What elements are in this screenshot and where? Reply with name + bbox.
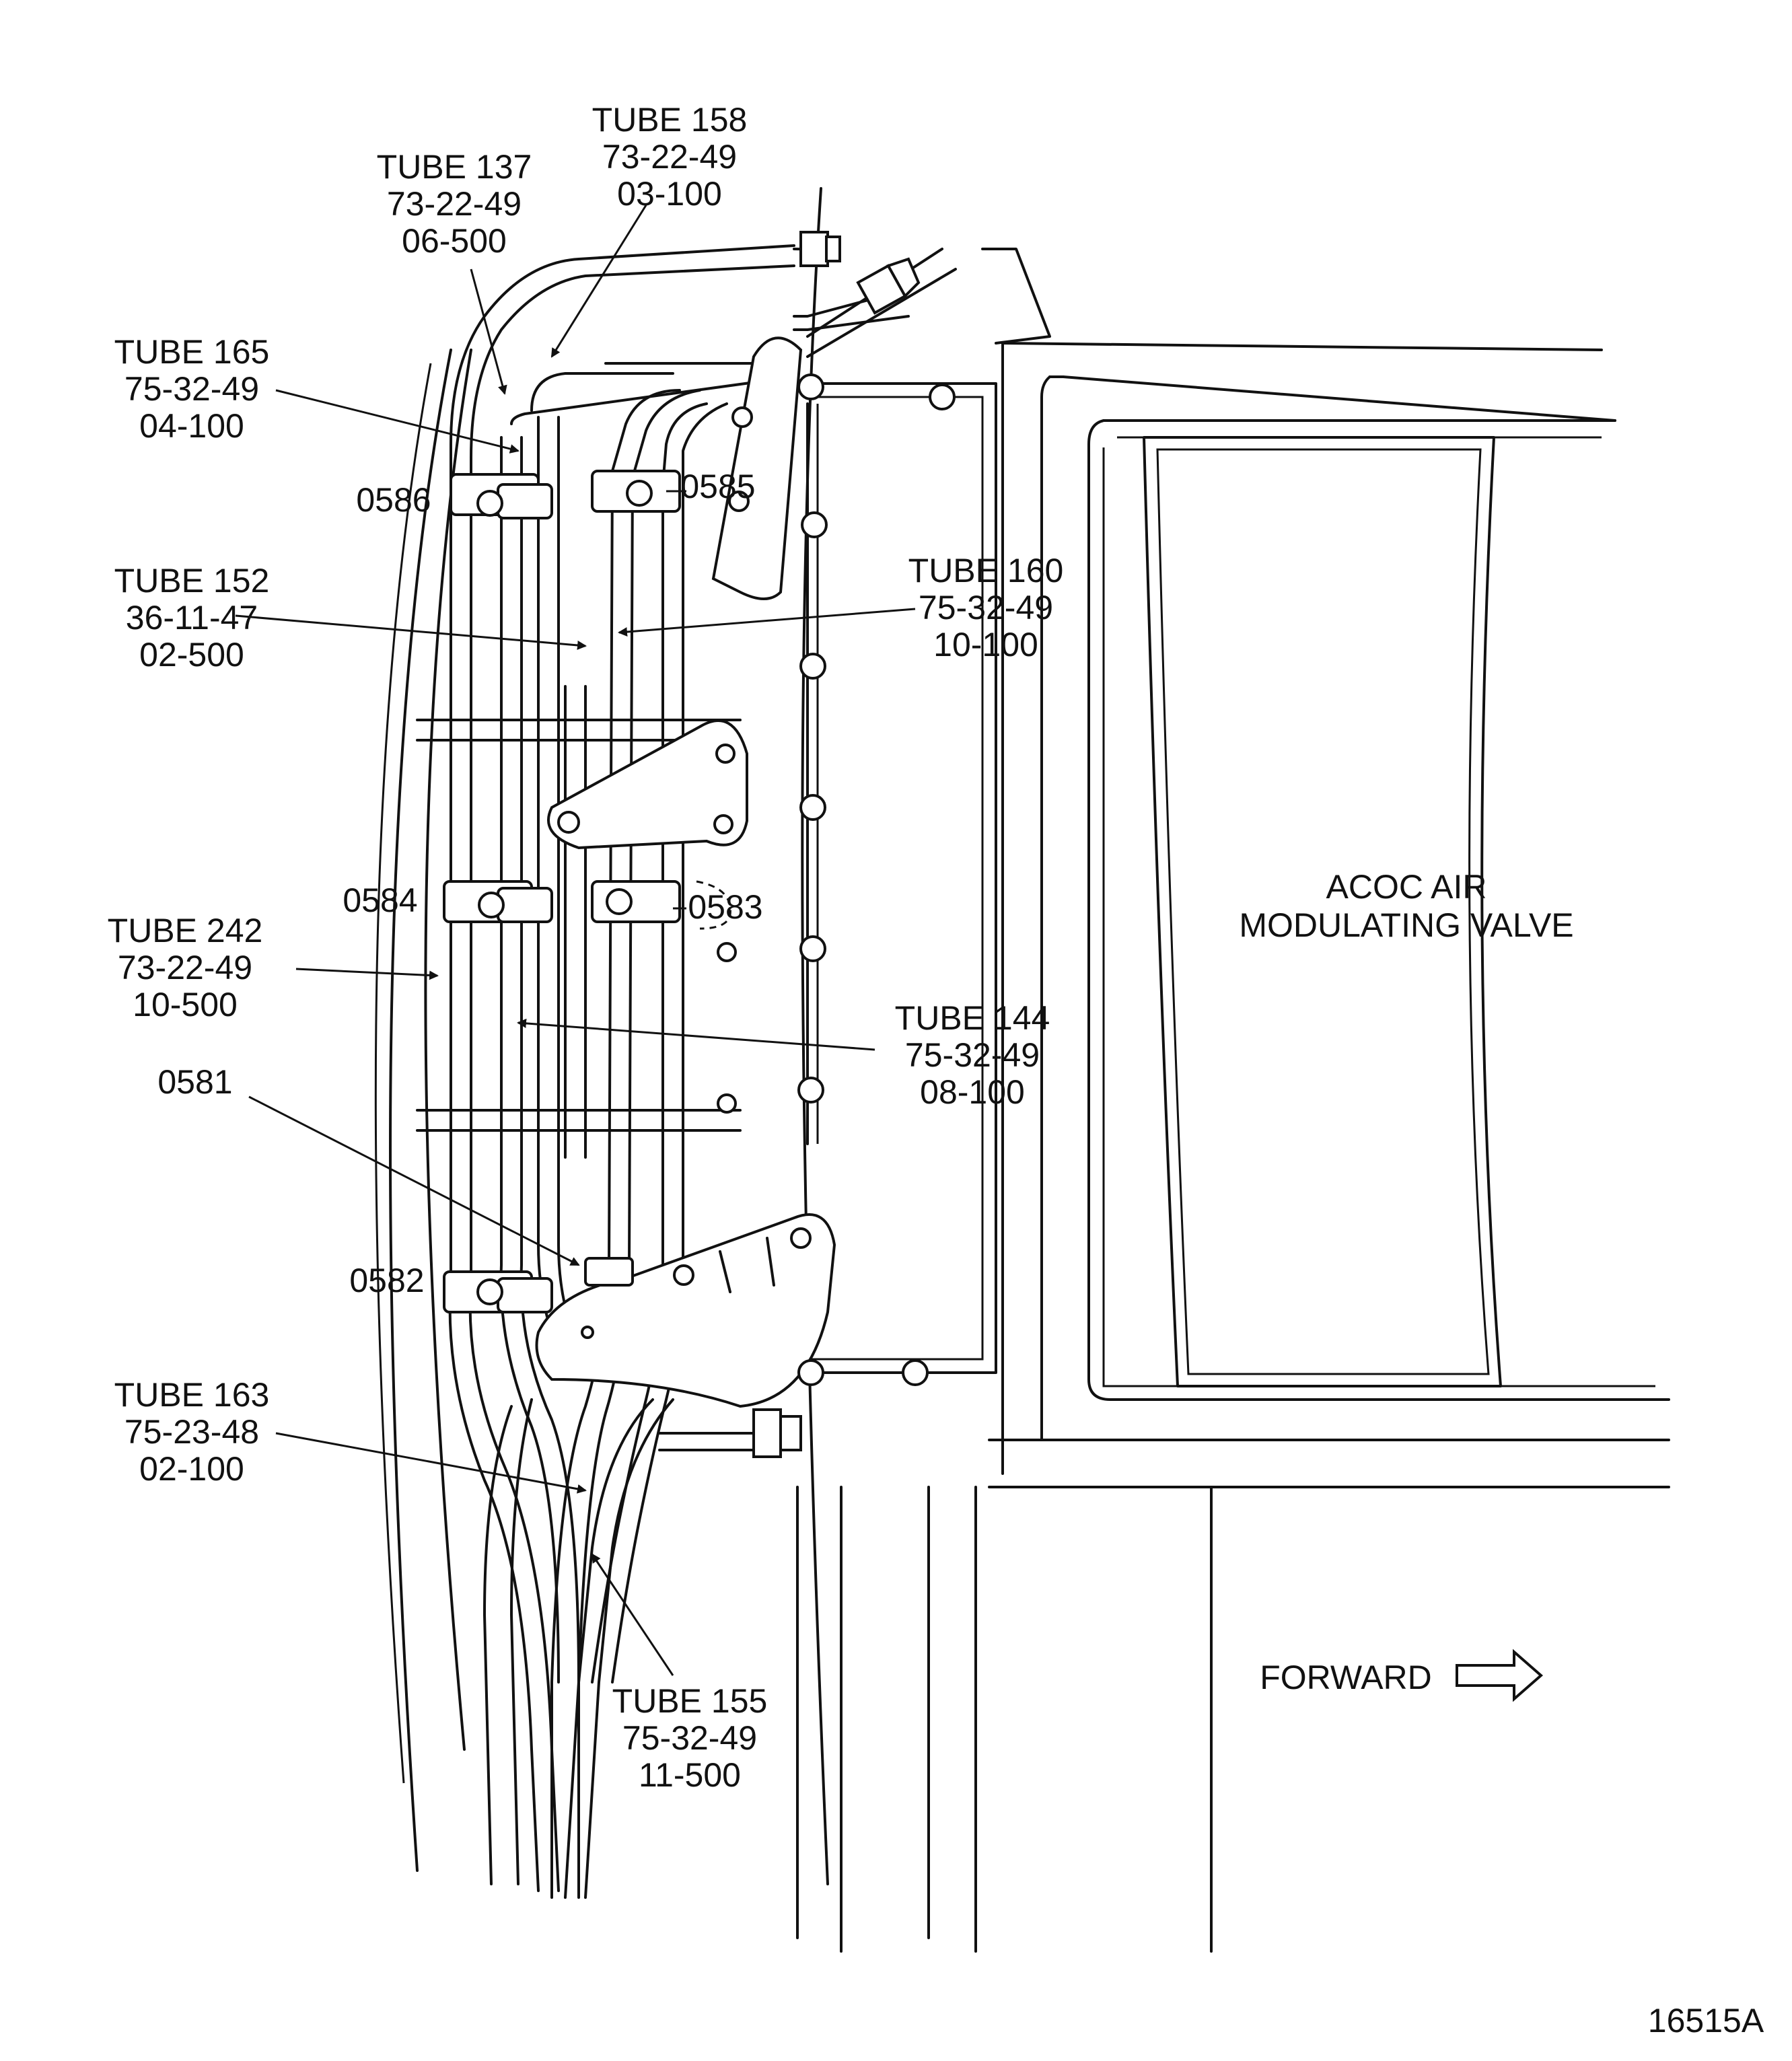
callout-tube-163-label: TUBE 163 [114, 1376, 270, 1414]
callout-tube-163: TUBE 163 75-23-48 02-100 [114, 1376, 270, 1488]
forward-indicator: FORWARD [1260, 1649, 1544, 1702]
callout-tube-152-part: 36-11-47 [126, 599, 258, 637]
clamp-0583-label: 0583 [688, 888, 762, 926]
bolt-column [717, 373, 956, 1386]
leader-lines [235, 205, 916, 1676]
clamp-0581-label: 0581 [157, 1063, 232, 1101]
callout-tube-152-label: TUBE 152 [114, 562, 270, 600]
callout-tube-137-label: TUBE 137 [377, 148, 532, 186]
callout-tube-155-part: 75-32-49 [622, 1719, 757, 1757]
callout-tube-152: TUBE 152 36-11-47 02-500 [114, 562, 270, 674]
valve-label-line2: MODULATING VALVE [1239, 906, 1573, 944]
callout-tube-160: TUBE 160 75-32-49 10-100 [908, 552, 1064, 663]
callout-tube-155: TUBE 155 75-32-49 11-500 [612, 1682, 768, 1794]
callout-tube-165-label: TUBE 165 [114, 333, 270, 371]
callout-tube-165-dash: 04-100 [139, 407, 244, 445]
callout-tube-163-dash: 02-100 [139, 1450, 244, 1488]
callout-tube-165-part: 75-32-49 [124, 370, 259, 408]
callout-tube-144-part: 75-32-49 [905, 1036, 1040, 1074]
clamp-0585-label: 0585 [680, 468, 755, 505]
mounting-bracket-bottom [535, 1213, 836, 1408]
callout-tube-242-label: TUBE 242 [108, 912, 263, 949]
callout-tube-158-dash: 03-100 [617, 175, 722, 213]
callout-tube-160-dash: 10-100 [933, 626, 1038, 663]
callout-tube-158: TUBE 158 73-22-49 03-100 [592, 101, 748, 213]
callout-tube-155-label: TUBE 155 [612, 1682, 768, 1720]
callout-tube-144: TUBE 144 75-32-49 08-100 [895, 999, 1050, 1111]
union-fitting-bottom [658, 1408, 802, 1458]
clamp-blocks [443, 470, 681, 1313]
callout-tube-163-part: 75-23-48 [124, 1413, 259, 1451]
callout-tube-144-dash: 08-100 [920, 1073, 1025, 1111]
callout-tube-242-part: 73-22-49 [118, 949, 252, 986]
union-fitting-top [799, 231, 921, 315]
callout-tube-155-dash: 11-500 [639, 1756, 741, 1794]
callout-tube-137-dash: 06-500 [402, 222, 507, 260]
valve-label: ACOC AIR MODULATING VALVE [1239, 868, 1573, 944]
callout-tube-144-label: TUBE 144 [895, 999, 1050, 1037]
clamp-0586-label: 0586 [356, 481, 431, 519]
clamp-0582-label: 0582 [349, 1262, 424, 1299]
callout-tube-152-dash: 02-500 [139, 636, 244, 674]
mounting-bracket-top [711, 336, 803, 600]
mounting-bracket-mid [547, 719, 748, 850]
figure-number: 16515A [1648, 2002, 1764, 2039]
callout-tube-165: TUBE 165 75-32-49 04-100 [114, 333, 270, 445]
callout-tube-137: TUBE 137 73-22-49 06-500 [377, 148, 532, 260]
callout-tube-160-part: 75-32-49 [919, 589, 1053, 626]
callout-tube-160-label: TUBE 160 [908, 552, 1064, 589]
forward-label: FORWARD [1260, 1659, 1432, 1696]
forward-arrow-icon [1456, 1649, 1544, 1702]
callout-tube-158-label: TUBE 158 [592, 101, 748, 139]
callout-tube-137-part: 73-22-49 [387, 185, 522, 223]
callout-tube-242-dash: 10-500 [133, 986, 238, 1023]
callout-tube-158-part: 73-22-49 [602, 138, 737, 176]
valve-label-line1: ACOC AIR [1326, 868, 1487, 906]
callout-tube-242: TUBE 242 73-22-49 10-500 [108, 912, 263, 1023]
clamp-0584-label: 0584 [343, 881, 417, 919]
